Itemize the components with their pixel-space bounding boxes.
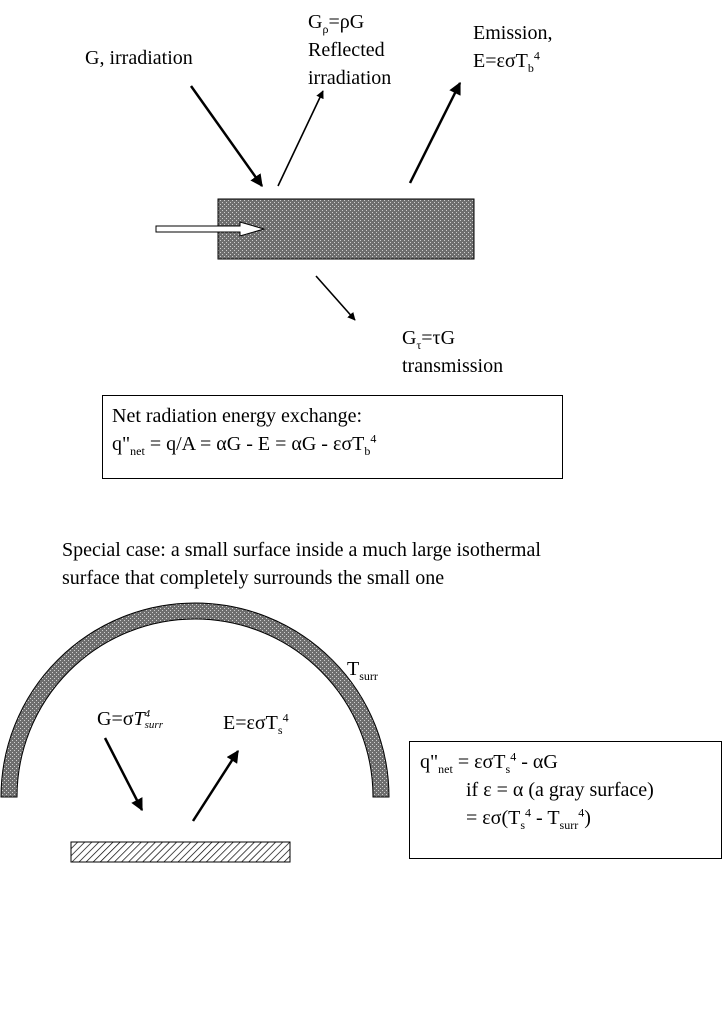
- reflected-eq-sub: ρ: [322, 22, 329, 36]
- net-eq-sup: 4: [370, 431, 377, 446]
- emission-line1: Emission,: [473, 22, 553, 44]
- tsurr-main: T: [347, 658, 360, 680]
- result-q: q": [420, 751, 439, 773]
- irradiation-arrow-icon: [189, 85, 264, 188]
- reflected-eq-lhs: G: [308, 11, 323, 33]
- transmission-eq-sub: τ: [416, 338, 422, 352]
- g-label-main: G=σ: [97, 708, 134, 730]
- net-exchange-equation: q"net = q/A = αG - E = αG - εσTb4: [112, 430, 562, 458]
- transmission-eq-rhs: =τG: [421, 327, 456, 349]
- e-label-sub: s: [277, 723, 283, 737]
- tsurr-label: Tsurr: [347, 655, 378, 683]
- reflected-eq-rhs: =ρG: [328, 11, 365, 33]
- result-line3-c: ): [584, 807, 591, 829]
- reflected-line2: Reflected: [308, 39, 385, 61]
- special-case-text: Special case: a small surface inside a m…: [62, 536, 541, 592]
- result-line1: q"net = εσTs4 - αG: [420, 748, 721, 776]
- transmission-line2: transmission: [402, 355, 504, 377]
- result-line3-sup1: 4: [525, 805, 532, 820]
- emission-arrow-icon: [408, 81, 462, 184]
- net-exchange-title: Net radiation energy exchange:: [112, 405, 363, 427]
- reflected-line3: irradiation: [308, 67, 392, 89]
- result-box: q"net = εσTs4 - αG if ε = α (a gray surf…: [409, 741, 722, 859]
- transmission-label: Gτ=τG transmission: [402, 324, 503, 380]
- net-eq-sub: b: [364, 444, 371, 458]
- g-label-sub: surr: [144, 719, 163, 732]
- transmission-eq-lhs: G: [402, 327, 417, 349]
- tsurr-sub: surr: [359, 669, 378, 683]
- special-case-line2: surface that completely surrounds the sm…: [62, 567, 445, 589]
- conduction-arrow-icon: [155, 221, 266, 237]
- result-line3: = εσ(Ts4 - Tsurr4): [420, 804, 721, 832]
- g-arrow-icon: [103, 737, 144, 812]
- result-line1-sub: s: [505, 762, 511, 776]
- result-line3-b: - T: [531, 807, 560, 829]
- e-label-sup: 4: [282, 710, 289, 725]
- result-line1-sup: 4: [510, 749, 517, 764]
- emission-eq-sup: 4: [533, 48, 540, 63]
- result-line1-a: = εσT: [452, 751, 506, 773]
- result-line3-sub1: s: [520, 818, 526, 832]
- e-label-main: E=εσT: [223, 712, 278, 734]
- reflected-arrow-icon: [277, 90, 324, 187]
- g-label-sup: 4: [144, 708, 151, 721]
- net-exchange-box: Net radiation energy exchange: q"net = q…: [102, 395, 563, 479]
- g-label-T: T: [133, 708, 145, 730]
- result-q-sub: net: [438, 762, 453, 776]
- e-label: E=εσTs4: [223, 709, 289, 737]
- emission-label: Emission, E=εσTb4: [473, 19, 552, 75]
- result-line3-sup2: 4: [578, 805, 585, 820]
- irradiation-label: G, irradiation: [85, 47, 193, 69]
- result-line1-b: - αG: [516, 751, 558, 773]
- net-eq-main: = q/A = αG - E = αG - εσT: [144, 433, 365, 455]
- reflected-label: Gρ=ρG Reflected irradiation: [308, 8, 391, 92]
- small-surface: [70, 841, 291, 863]
- special-case-line1: Special case: a small surface inside a m…: [62, 539, 541, 561]
- emission-eq-sub: b: [527, 61, 534, 75]
- emission-eq: E=εσT: [473, 50, 528, 72]
- net-q: q": [112, 433, 131, 455]
- result-line3-a: = εσ(T: [466, 807, 521, 829]
- e-arrow-icon: [191, 749, 240, 822]
- transmission-arrow-icon: [315, 275, 356, 321]
- result-line2: if ε = α (a gray surface): [466, 779, 654, 801]
- enclosure-surface: [0, 602, 390, 798]
- net-q-sub: net: [130, 444, 145, 458]
- result-line3-sub2: surr: [559, 818, 579, 832]
